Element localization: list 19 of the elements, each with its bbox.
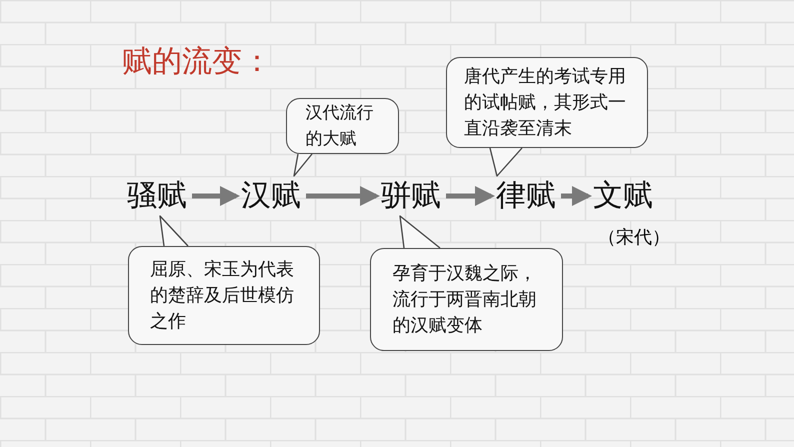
callout-tail: [159, 215, 189, 247]
speech-bubble: 屈原、宋玉为代表的楚辞及后世模仿之作: [128, 246, 320, 345]
arrow: [306, 186, 380, 206]
callout-tail: [399, 215, 441, 249]
speech-bubble: 唐代产生的考试专用的试帖赋，其形式一直沿袭至清末: [446, 57, 648, 148]
arrow: [192, 186, 240, 206]
arrow: [446, 186, 495, 206]
stage-term: 汉赋: [238, 176, 304, 216]
title: 赋的流变：: [122, 43, 272, 81]
callout-tail: [489, 147, 523, 177]
stage-term: 骚赋: [124, 176, 190, 216]
speech-bubble: 汉代流行的大赋: [286, 98, 399, 154]
stage-term: 律赋: [493, 176, 559, 216]
stage-term: 文赋: [590, 176, 656, 216]
stage-term: 骈赋: [378, 176, 444, 216]
speech-bubble: 孕育于汉魏之际，流行于两晋南北朝的汉赋变体: [370, 248, 563, 351]
callout-tail: [293, 153, 313, 177]
era-note: （宋代）: [598, 226, 670, 250]
arrow: [561, 186, 592, 206]
